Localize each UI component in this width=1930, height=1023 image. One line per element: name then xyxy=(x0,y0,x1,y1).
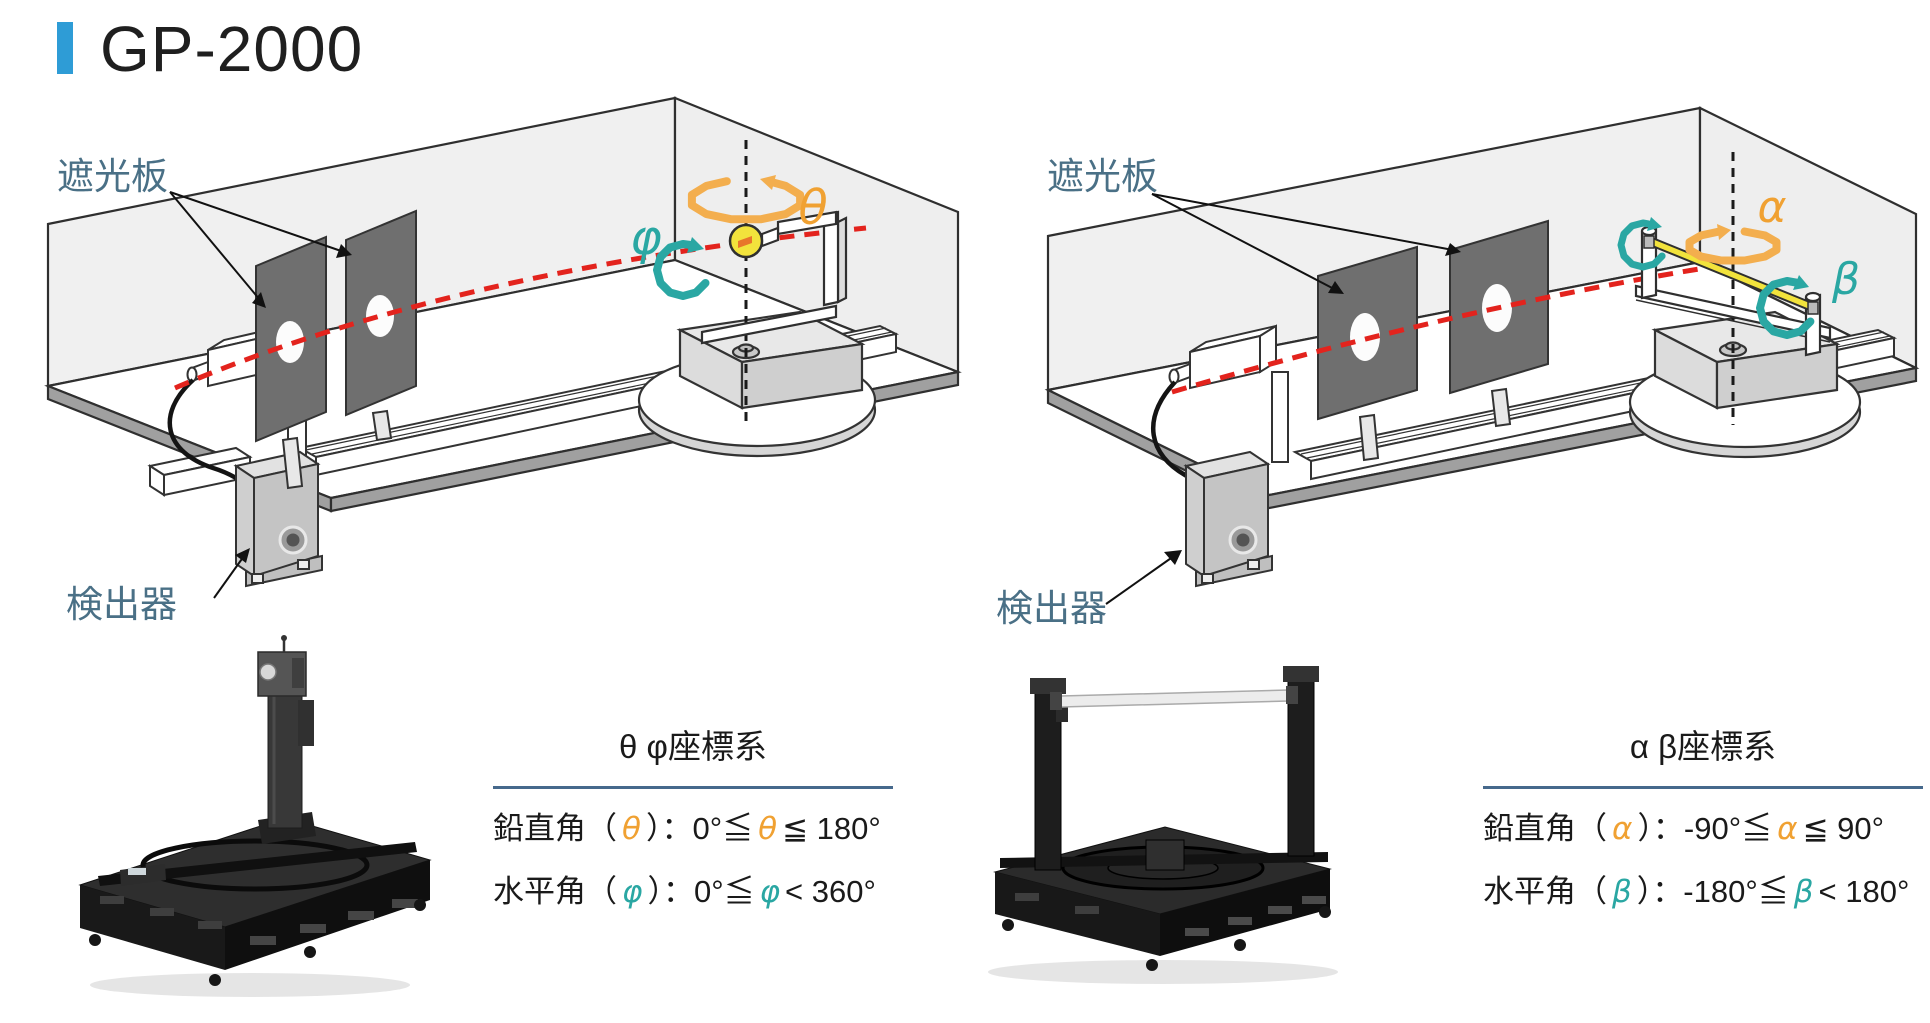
range-text: ）：-180°≦ xyxy=(1636,874,1789,909)
theta-symbol: θ xyxy=(622,811,641,847)
theta-phi-spec-panel: θ φ座標系 鉛直角（θ）：0°≦θ≦ 180° 水平角（φ）：0°≦φ< 36… xyxy=(493,724,893,915)
page-title: GP-2000 xyxy=(100,13,364,85)
alpha-beta-panel-title: α β座標系 xyxy=(1629,728,1777,765)
alpha-beta-spec-panel: α β座標系 鉛直角（α）：-90°≦α≦ 90° 水平角（β）：-180°≦β… xyxy=(1483,724,1923,915)
phi-symbol: φ xyxy=(622,874,643,910)
shield-plate-pointer xyxy=(169,191,352,308)
caster-feet xyxy=(1002,906,1331,971)
accent-bar xyxy=(57,22,73,74)
phi-symbol: φ xyxy=(630,210,662,266)
goniometer-arm xyxy=(700,210,848,345)
machine-base xyxy=(78,817,432,970)
range-text: ≦ 90° xyxy=(1802,811,1885,846)
panel-divider xyxy=(1483,786,1923,789)
range-text: ≦ 180° xyxy=(782,811,881,846)
floor-shadow xyxy=(90,973,410,997)
detector-pointer xyxy=(1105,550,1182,605)
gp2000-alpha-beta-photo xyxy=(988,666,1338,984)
theta-rotation-arrow-icon xyxy=(687,175,805,224)
detector-unit xyxy=(233,450,323,588)
shield-plate-1 xyxy=(255,235,327,490)
detector-unit xyxy=(1183,450,1273,588)
beta-symbol: β xyxy=(1831,254,1860,305)
range-text: ）：0°≦ xyxy=(645,811,754,846)
detector-label-left: 検出器 xyxy=(66,584,177,625)
shield-plate-pointer xyxy=(1151,193,1461,294)
alpha-symbol: α xyxy=(1757,182,1786,233)
range-text: ）：0°≦ xyxy=(647,874,755,909)
phi-symbol: φ xyxy=(759,874,781,910)
gp2000-theta-phi-photo xyxy=(78,635,432,997)
caster-feet xyxy=(89,899,426,986)
theta-symbol: θ xyxy=(798,180,827,236)
range-text: < 180° xyxy=(1818,874,1910,909)
range-text: 鉛直角（ xyxy=(1483,811,1607,846)
beta-symbol: β xyxy=(1612,874,1632,910)
beta-symbol: β xyxy=(1793,874,1814,910)
shield-plate-2 xyxy=(345,209,417,442)
range-text: 鉛直角（ xyxy=(493,811,617,846)
shield-plate-label-left: 遮光板 xyxy=(57,156,168,197)
vertical-angle-range: 鉛直角（α）：-90°≦α≦ 90° xyxy=(1483,806,1923,852)
range-text: 水平角（ xyxy=(1483,874,1607,909)
vertical-angle-range: 鉛直角（θ）：0°≦θ≦ 180° xyxy=(493,806,893,852)
turntable-ring xyxy=(140,838,370,892)
range-text: < 360° xyxy=(785,874,876,909)
light-beam xyxy=(1171,265,1706,395)
range-text: 水平角（ xyxy=(493,874,617,909)
horizontal-angle-range: 水平角（φ）：0°≦φ< 360° xyxy=(493,869,893,915)
shield-plate-label-right: 遮光板 xyxy=(1047,156,1158,197)
collimator xyxy=(1168,324,1277,390)
detector-stand xyxy=(1271,371,1289,463)
light-beam xyxy=(174,225,867,391)
control-console xyxy=(120,864,166,886)
alpha-symbol: α xyxy=(1777,811,1798,847)
alpha-rotation-arrow-icon xyxy=(1685,224,1781,265)
carriage-rail xyxy=(98,842,417,886)
theta-phi-diagram: θ φ xyxy=(44,96,962,599)
alpha-beta-diagram: α β xyxy=(1044,106,1920,605)
machine-base xyxy=(993,826,1332,956)
bar-light-source xyxy=(1643,235,1819,315)
theta-symbol: θ xyxy=(758,811,778,847)
phi-rotation-arrow-icon xyxy=(653,237,710,300)
horizontal-angle-range: 水平角（β）：-180°≦β< 180° xyxy=(1483,869,1923,915)
right-post xyxy=(1283,666,1319,857)
left-post xyxy=(1030,678,1068,871)
alpha-symbol: α xyxy=(1612,811,1633,847)
rotation-stage xyxy=(676,310,866,410)
beta-rotation-arrow-icon xyxy=(1617,217,1815,339)
point-light-source xyxy=(728,223,764,259)
panel-divider xyxy=(493,786,893,789)
center-block xyxy=(1145,839,1185,871)
range-text: ）：-90°≦ xyxy=(1637,811,1773,846)
bar-lamp-tube xyxy=(1050,686,1298,710)
detector-pointer xyxy=(213,548,250,599)
floor-shadow xyxy=(988,960,1338,984)
detector-label-right: 検出器 xyxy=(996,588,1107,629)
theta-phi-panel-title: θ φ座標系 xyxy=(619,728,767,765)
detector-head xyxy=(257,635,307,697)
